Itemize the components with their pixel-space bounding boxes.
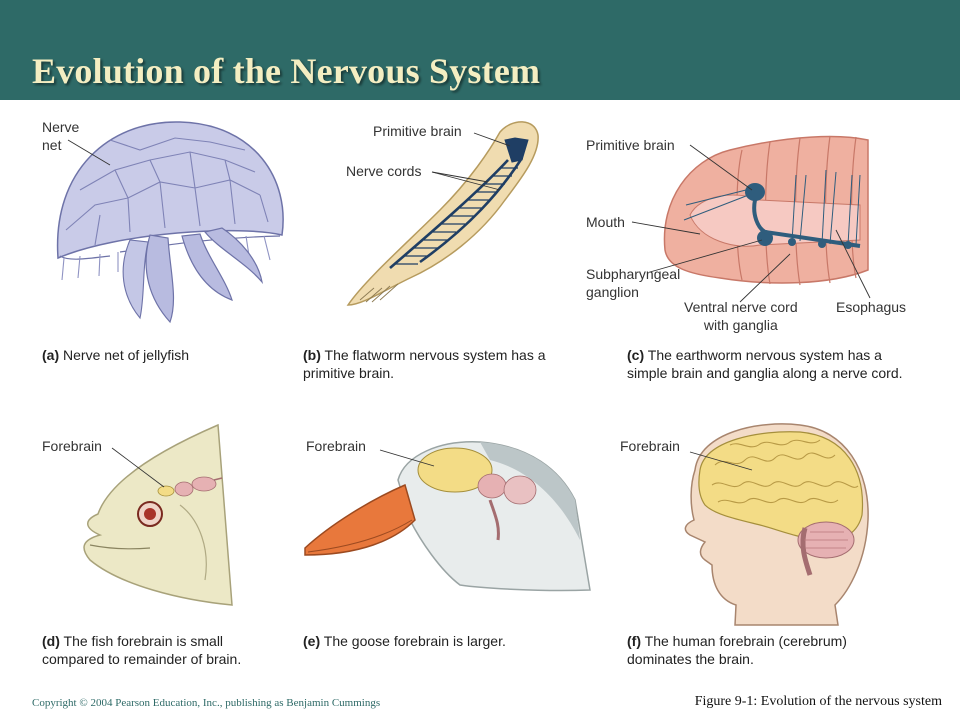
- label-subpharyngeal: Subpharyngeal: [586, 265, 680, 283]
- caption-a: (a) Nerve net of jellyfish: [42, 346, 189, 364]
- copyright-notice: Copyright © 2004 Pearson Education, Inc.…: [32, 697, 380, 709]
- label-nerve-cords: Nerve cords: [346, 162, 421, 180]
- illustrations: [0, 100, 960, 690]
- slide-title: Evolution of the Nervous System: [32, 50, 540, 92]
- figure-caption: Figure 9-1: Evolution of the nervous sys…: [695, 694, 942, 710]
- label-nerve: Nerve: [42, 118, 79, 136]
- label-ventral-line2: with ganglia: [684, 316, 798, 334]
- caption-f-line2: dominates the brain.: [627, 650, 847, 668]
- label-subpharyngeal-ganglion: Subpharyngeal ganglion: [586, 265, 680, 301]
- caption-b-letter: (b): [303, 347, 321, 363]
- caption-a-line1: Nerve net of jellyfish: [63, 347, 189, 363]
- caption-e-letter: (e): [303, 633, 320, 649]
- caption-e-line1: The goose forebrain is larger.: [324, 633, 506, 649]
- caption-c: (c) The earthworm nervous system has a s…: [627, 346, 903, 382]
- label-forebrain-fish: Forebrain: [42, 437, 102, 455]
- caption-d: (d) The fish forebrain is small compared…: [42, 632, 241, 668]
- caption-c-line1: The earthworm nervous system has a: [648, 347, 882, 363]
- flatworm-illustration: [348, 122, 538, 305]
- jellyfish-illustration: [58, 122, 284, 322]
- label-esophagus: Esophagus: [836, 298, 906, 316]
- label-ventral-line1: Ventral nerve cord: [684, 298, 798, 316]
- caption-a-letter: (a): [42, 347, 59, 363]
- caption-d-line2: compared to remainder of brain.: [42, 650, 241, 668]
- caption-c-letter: (c): [627, 347, 644, 363]
- caption-b-line1: The flatworm nervous system has a: [325, 347, 546, 363]
- caption-f-line1: The human forebrain (cerebrum): [645, 633, 847, 649]
- label-mouth: Mouth: [586, 213, 625, 231]
- caption-f-letter: (f): [627, 633, 641, 649]
- label-primitive-brain-flatworm: Primitive brain: [373, 122, 462, 140]
- fish-illustration: [84, 425, 232, 605]
- label-ventral-nerve-cord: Ventral nerve cord with ganglia: [684, 298, 798, 334]
- label-nerve-net: Nerve net: [42, 118, 79, 154]
- goose-illustration: [305, 442, 590, 591]
- caption-d-letter: (d): [42, 633, 60, 649]
- title-bar: Evolution of the Nervous System: [0, 0, 960, 100]
- caption-e: (e) The goose forebrain is larger.: [303, 632, 506, 650]
- caption-b: (b) The flatworm nervous system has a pr…: [303, 346, 546, 382]
- caption-c-line2: simple brain and ganglia along a nerve c…: [627, 364, 903, 382]
- label-ganglion: ganglion: [586, 283, 680, 301]
- label-forebrain-human: Forebrain: [620, 437, 680, 455]
- label-net: net: [42, 136, 79, 154]
- human-illustration: [685, 424, 868, 625]
- caption-d-line1: The fish forebrain is small: [64, 633, 224, 649]
- label-primitive-brain-earthworm: Primitive brain: [586, 136, 675, 154]
- caption-f: (f) The human forebrain (cerebrum) domin…: [627, 632, 847, 668]
- caption-b-line2: primitive brain.: [303, 364, 546, 382]
- label-forebrain-goose: Forebrain: [306, 437, 366, 455]
